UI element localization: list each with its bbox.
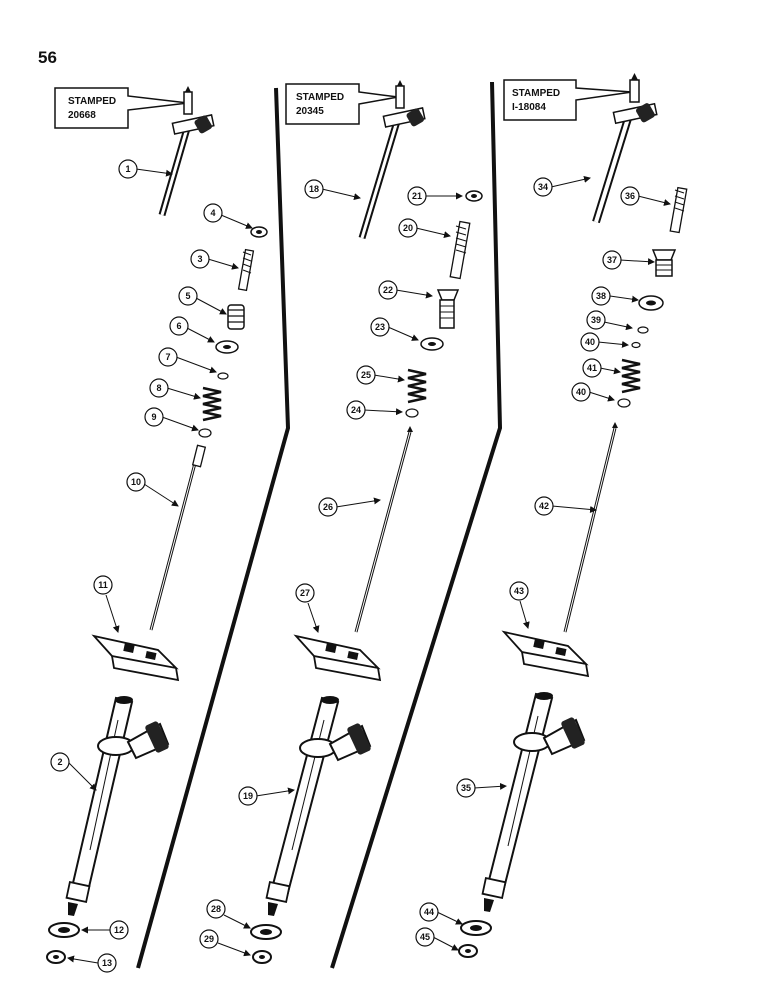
clamp bbox=[91, 634, 180, 682]
callout-24: 24 bbox=[351, 405, 361, 415]
adjusting-screw bbox=[669, 186, 688, 234]
sealing-washer bbox=[48, 922, 80, 938]
spring bbox=[202, 386, 222, 422]
washer bbox=[637, 326, 649, 334]
injector-assembly bbox=[481, 692, 586, 912]
callout-10: 10 bbox=[131, 477, 141, 487]
callout-41: 41 bbox=[587, 363, 597, 373]
sealing-washer bbox=[46, 950, 66, 964]
adjusting-screw bbox=[449, 220, 471, 280]
callout-21: 21 bbox=[412, 191, 422, 201]
stamp-box: STAMPED I-18084 bbox=[503, 79, 633, 121]
stamp-number: 20345 bbox=[296, 106, 324, 117]
clamp bbox=[293, 634, 382, 682]
callout-13: 13 bbox=[102, 958, 112, 968]
injector-assembly bbox=[65, 696, 170, 916]
spindle bbox=[354, 426, 413, 633]
page-number: 56 bbox=[38, 48, 57, 67]
callout-25: 25 bbox=[361, 370, 371, 380]
callout-38: 38 bbox=[596, 291, 606, 301]
stamp-number: 20668 bbox=[68, 110, 96, 121]
sealing-washer bbox=[250, 924, 282, 940]
callout-numbers: 1 2 3 4 5 6 7 8 9 10 11 12 13 18 19 20 2… bbox=[57, 164, 635, 968]
column-divider bbox=[330, 81, 503, 969]
callout-8: 8 bbox=[156, 383, 161, 393]
spindle bbox=[563, 422, 618, 633]
callout-29: 29 bbox=[204, 934, 214, 944]
washer bbox=[631, 341, 641, 349]
callout-11: 11 bbox=[98, 580, 108, 590]
callout-40b: 40 bbox=[576, 387, 586, 397]
callout-40: 40 bbox=[585, 337, 595, 347]
callout-6: 6 bbox=[176, 321, 181, 331]
callout-42: 42 bbox=[539, 501, 549, 511]
callout-22: 22 bbox=[383, 285, 393, 295]
cap-nut bbox=[651, 249, 677, 277]
callout-39: 39 bbox=[591, 315, 601, 325]
spring bbox=[621, 358, 641, 394]
callout-19: 19 bbox=[243, 791, 253, 801]
callout-circles bbox=[50, 159, 640, 973]
sealing-washer bbox=[252, 950, 272, 964]
callout-2: 2 bbox=[57, 757, 62, 767]
callout-12: 12 bbox=[114, 925, 124, 935]
small-injector bbox=[592, 73, 658, 224]
callout-20: 20 bbox=[403, 223, 413, 233]
callout-43: 43 bbox=[514, 586, 524, 596]
callout-9: 9 bbox=[151, 412, 156, 422]
nut bbox=[215, 340, 239, 354]
callout-3: 3 bbox=[197, 254, 202, 264]
small-injector bbox=[158, 86, 215, 216]
callout-28: 28 bbox=[211, 904, 221, 914]
nut bbox=[638, 295, 664, 311]
callout-7: 7 bbox=[165, 352, 170, 362]
spring bbox=[407, 368, 427, 404]
nut bbox=[250, 226, 268, 238]
injector-assembly bbox=[265, 696, 372, 916]
sealing-washer bbox=[458, 944, 478, 958]
callout-34: 34 bbox=[538, 182, 548, 192]
stamp-label: STAMPED bbox=[512, 88, 560, 99]
stamp-label: STAMPED bbox=[68, 96, 116, 107]
sealing-washer bbox=[460, 920, 492, 936]
callout-36: 36 bbox=[625, 191, 635, 201]
callout-45: 45 bbox=[420, 932, 430, 942]
cap-nut bbox=[436, 289, 460, 329]
callout-35: 35 bbox=[461, 783, 471, 793]
column-divider bbox=[136, 87, 291, 969]
small-injector bbox=[358, 80, 426, 240]
callout-4: 4 bbox=[210, 208, 215, 218]
adjusting-screw bbox=[237, 248, 255, 292]
stamp-number: I-18084 bbox=[512, 102, 546, 113]
callout-44: 44 bbox=[424, 907, 434, 917]
callout-37: 37 bbox=[607, 255, 617, 265]
callout-27: 27 bbox=[300, 588, 310, 598]
callout-leaders bbox=[67, 168, 671, 964]
washer bbox=[617, 398, 631, 408]
callout-18: 18 bbox=[309, 184, 319, 194]
washer bbox=[198, 428, 212, 438]
stamp-box: STAMPED 20668 bbox=[54, 87, 189, 129]
washer bbox=[217, 372, 229, 380]
stamp-box: STAMPED 20345 bbox=[285, 83, 399, 125]
spindle bbox=[149, 444, 207, 631]
nut bbox=[420, 337, 444, 351]
callout-26: 26 bbox=[323, 502, 333, 512]
clamp bbox=[501, 630, 590, 678]
nut bbox=[465, 190, 483, 202]
spring-cap bbox=[227, 304, 245, 330]
callout-23: 23 bbox=[375, 322, 385, 332]
washer bbox=[405, 408, 419, 418]
callout-1: 1 bbox=[125, 164, 130, 174]
stamp-label: STAMPED bbox=[296, 92, 344, 103]
callout-5: 5 bbox=[185, 291, 190, 301]
